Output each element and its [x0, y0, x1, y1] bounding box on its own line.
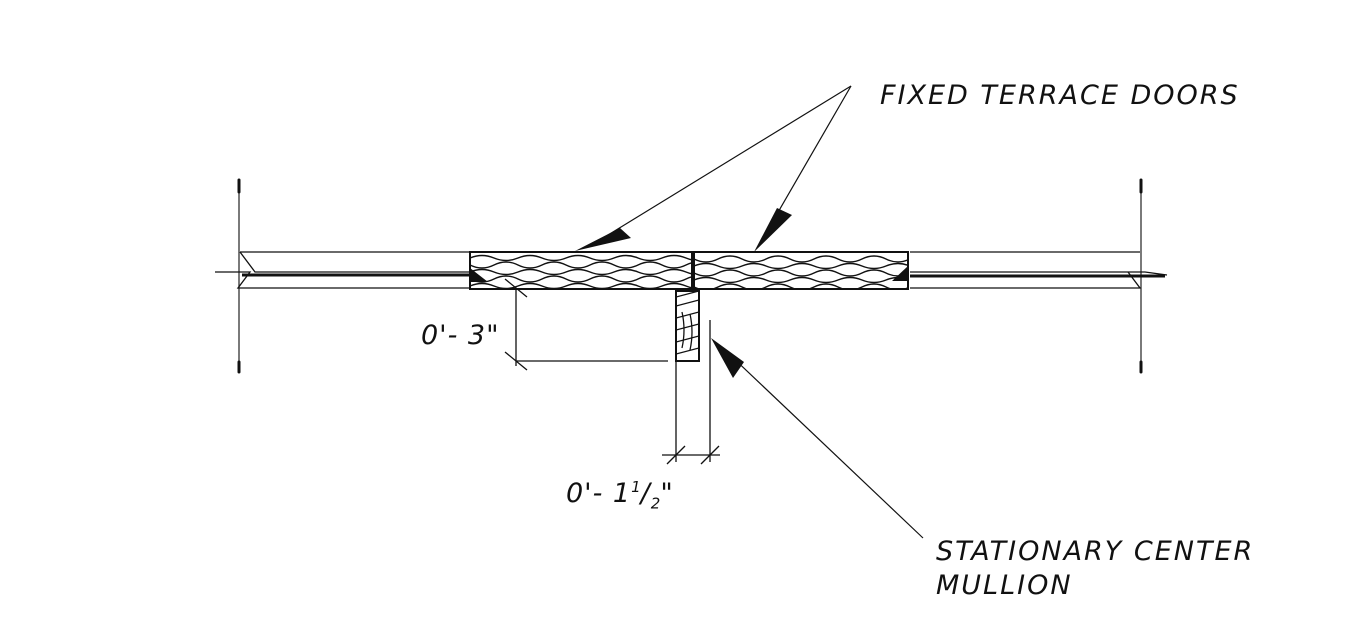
width-dim-prefix: 0'- 1	[566, 478, 632, 509]
label-width-dimension: 0'- 11/2"	[566, 478, 674, 513]
label-stationary-center: STATIONARY CENTER	[936, 536, 1255, 567]
depth-dimension	[504, 278, 668, 371]
wall-end-ticks	[237, 178, 1143, 374]
label-depth-dimension: 0'- 3"	[421, 320, 500, 351]
label-mullion: MULLION	[936, 570, 1073, 601]
leader-center-mullion	[711, 338, 924, 539]
width-dim-denominator: 2	[650, 494, 661, 513]
left-wall	[215, 251, 470, 289]
right-door-section	[693, 251, 909, 290]
width-dimension	[662, 320, 720, 465]
right-wall	[910, 251, 1168, 289]
leader-fixed-terrace-doors	[575, 85, 852, 252]
width-dim-numerator: 1	[631, 478, 641, 496]
center-mullion	[675, 290, 700, 362]
width-dim-suffix: "	[660, 478, 674, 509]
left-door-section	[469, 251, 693, 290]
label-fixed-terrace-doors: FIXED TERRACE DOORS	[880, 80, 1240, 111]
